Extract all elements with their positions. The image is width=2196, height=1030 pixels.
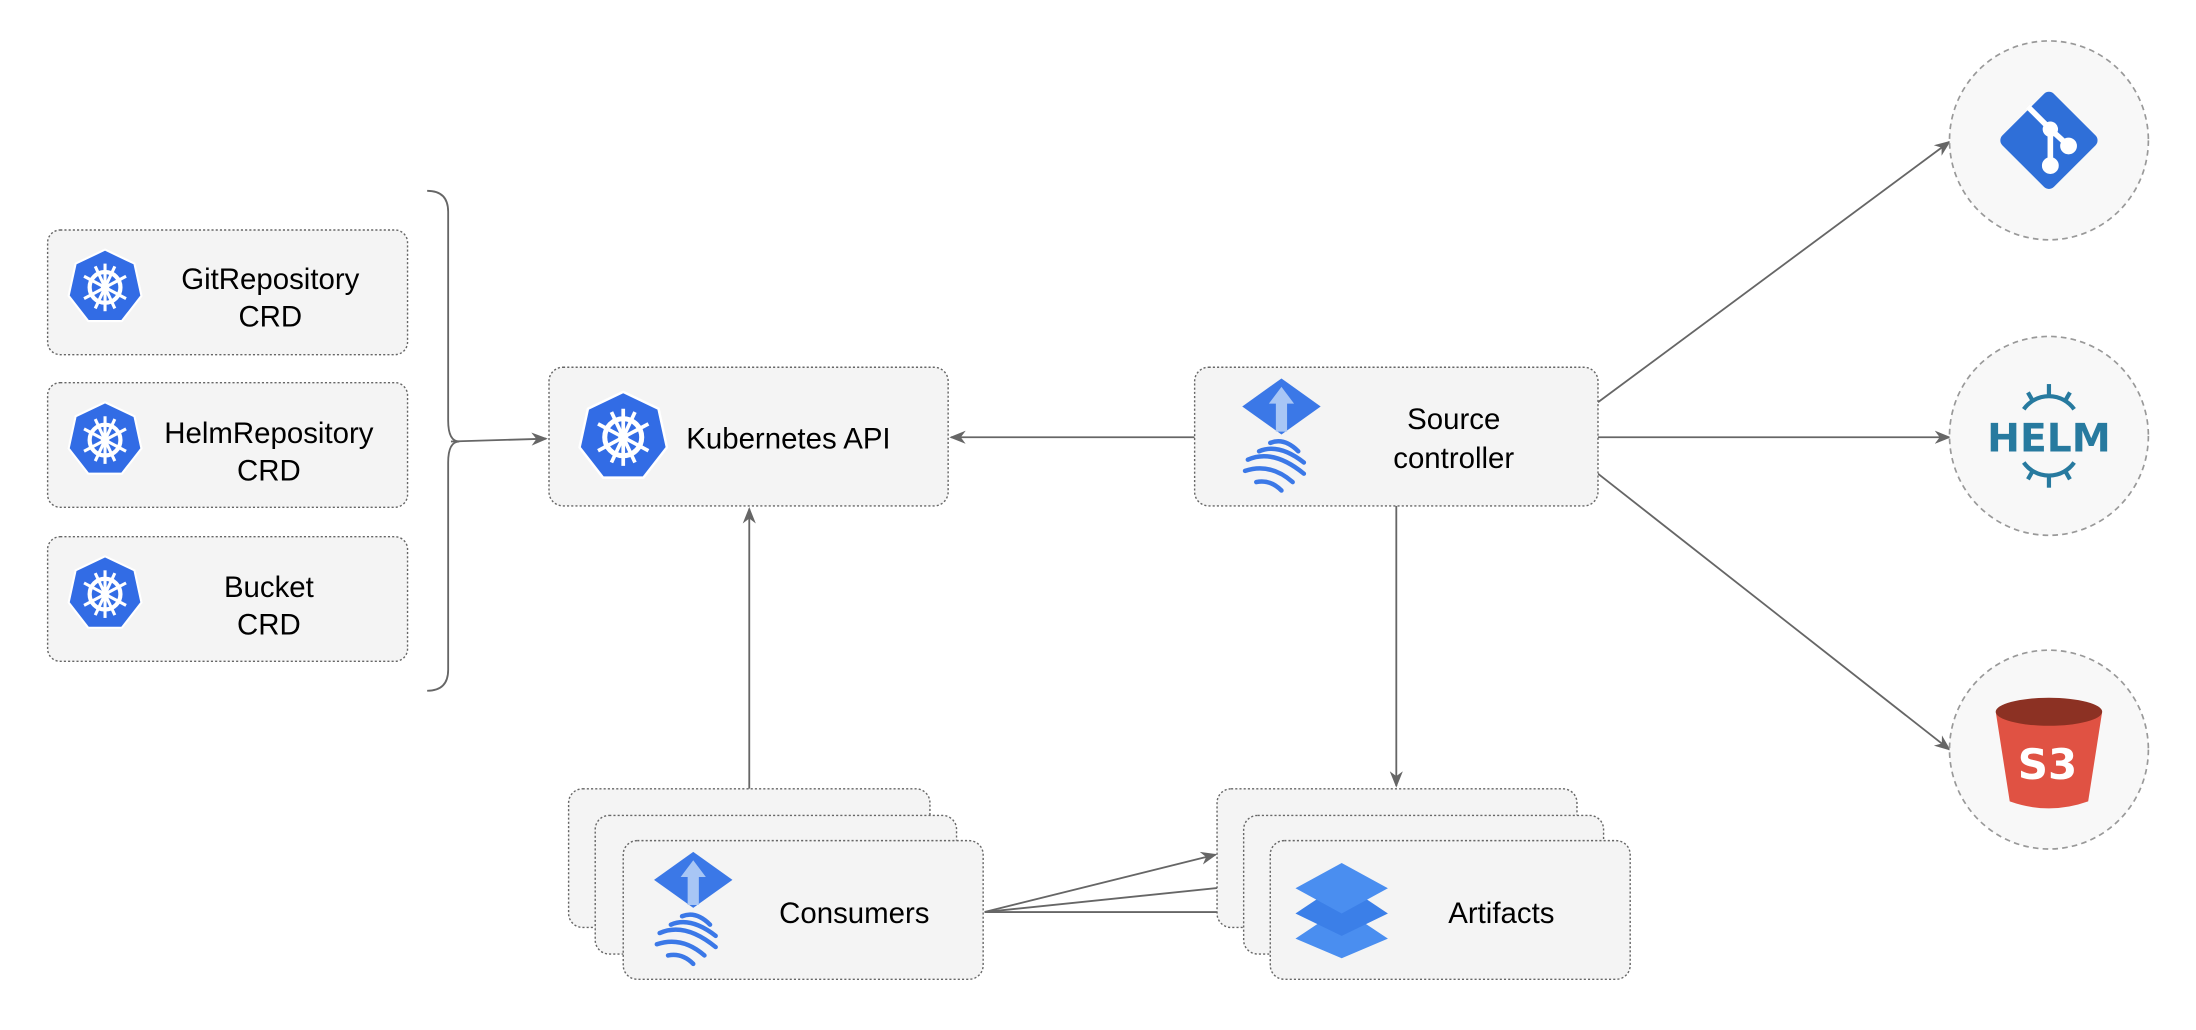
- edge-crds-to-api: [450, 432, 548, 446]
- git-icon: [2000, 91, 2098, 189]
- svg-text:Source: Source: [1407, 403, 1500, 436]
- edge-controller-to-git: [1597, 140, 1951, 403]
- svg-text:Kubernetes API: Kubernetes API: [686, 422, 890, 455]
- svg-text:Artifacts: Artifacts: [1448, 897, 1554, 930]
- svg-text:controller: controller: [1393, 442, 1514, 475]
- node-gitrepository-crd: GitRepository CRD: [46, 229, 409, 356]
- helm-icon: [2022, 384, 2076, 488]
- svg-text:GitRepository: GitRepository: [181, 263, 359, 296]
- svg-text:HELM: HELM: [1987, 416, 2111, 461]
- node-source-controller: Source controller: [1193, 366, 1599, 507]
- svg-text:S3: S3: [2018, 740, 2077, 789]
- edge-consumers-to-artifacts-2: [984, 880, 1244, 913]
- node-kubernetes-api: Kubernetes API: [548, 366, 949, 507]
- node-artifacts: Artifacts: [1216, 788, 1631, 980]
- node-helm: HELM: [1948, 335, 2150, 537]
- svg-text:HelmRepository: HelmRepository: [164, 417, 373, 450]
- node-consumers: Consumers: [567, 788, 984, 980]
- svg-text:CRD: CRD: [238, 301, 302, 334]
- node-git: [1948, 40, 2150, 241]
- svg-text:CRD: CRD: [237, 609, 301, 642]
- s3-bucket-icon: [1995, 697, 2103, 809]
- svg-text:CRD: CRD: [237, 455, 301, 488]
- node-helmrepository-crd: HelmRepository CRD: [46, 381, 409, 508]
- node-bucket-crd: Bucket CRD: [46, 536, 409, 663]
- edge-controller-to-s3: [1597, 472, 1951, 751]
- node-s3: S3: [1948, 649, 2150, 850]
- edge-consumers-to-artifacts-1: [984, 851, 1218, 913]
- svg-text:Bucket: Bucket: [224, 571, 314, 604]
- svg-text:Consumers: Consumers: [779, 897, 929, 930]
